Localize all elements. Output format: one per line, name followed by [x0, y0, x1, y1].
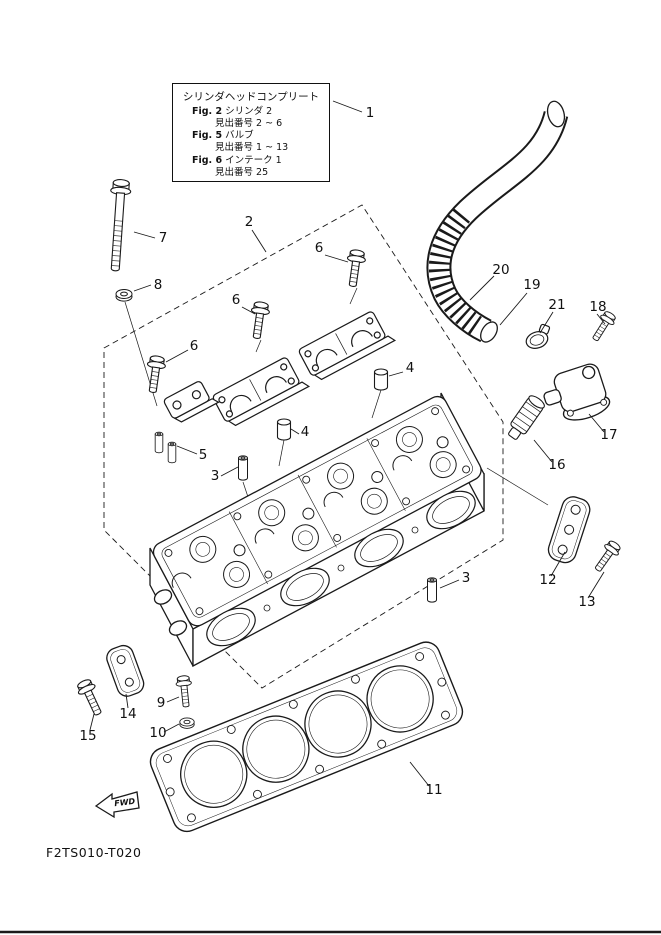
callout-5[interactable]: 5 — [199, 447, 208, 463]
part-cylinder-head — [149, 392, 485, 668]
note-fig2-label: Fig. 2 — [192, 106, 223, 117]
part-bolt-6b — [247, 300, 272, 341]
part-hose-clamp-21 — [525, 323, 551, 349]
part-guide-3b — [427, 577, 437, 603]
callout-1[interactable]: 1 — [366, 105, 375, 121]
note-fig6-label: Fig. 6 — [192, 154, 223, 166]
part-guide-3a — [238, 455, 248, 481]
part-fitting-16 — [508, 395, 545, 440]
dashed-boundary — [103, 204, 504, 689]
part-washer-10 — [179, 717, 195, 729]
note-fig6-name: インテーク 1 — [225, 154, 282, 166]
callout-8[interactable]: 8 — [154, 277, 163, 293]
callout-19[interactable]: 19 — [523, 277, 540, 293]
callout-21[interactable]: 21 — [548, 297, 565, 313]
callout-20[interactable]: 20 — [492, 262, 509, 278]
part-spacer-4a — [373, 368, 389, 391]
note-entry-fig2-ref: 見出番号 2 ~ 6 — [215, 118, 283, 130]
callout-6b[interactable]: 6 — [232, 292, 241, 308]
part-cam-cap-left — [211, 353, 310, 430]
note-entry-fig5-ref: 見出番号 1 ~ 13 — [215, 142, 289, 154]
figure-code: F2TS010-T020 — [46, 845, 141, 860]
callout-3b[interactable]: 3 — [462, 570, 471, 586]
part-thermostat-housing-17 — [543, 363, 611, 421]
callout-leader-lines — [89, 100, 606, 787]
part-spacer-4b — [276, 418, 292, 441]
part-bolt-15 — [74, 676, 108, 719]
callout-13[interactable]: 13 — [578, 594, 595, 610]
part-cap-block-5 — [163, 381, 220, 423]
part-head-gasket-11 — [149, 641, 464, 833]
part-washer-8 — [115, 289, 133, 302]
part-bolt-6a — [343, 248, 368, 289]
callout-3a[interactable]: 3 — [211, 468, 220, 484]
callout-4a[interactable]: 4 — [406, 360, 415, 376]
part-bracket-12 — [547, 496, 591, 564]
callout-11[interactable]: 11 — [425, 782, 442, 798]
note-fig5-label: Fig. 5 — [192, 130, 223, 142]
part-breather-hose-20 — [426, 100, 569, 343]
callout-7[interactable]: 7 — [159, 230, 168, 246]
part-dowel-5b — [167, 441, 177, 464]
part-bolt-7 — [110, 179, 132, 272]
callout-2[interactable]: 2 — [245, 214, 254, 230]
callout-12[interactable]: 12 — [539, 572, 556, 588]
callout-15[interactable]: 15 — [79, 728, 96, 744]
callout-10[interactable]: 10 — [149, 725, 166, 741]
part-dowel-5a — [154, 431, 164, 454]
note-fig2-name: シリンダ 2 — [225, 106, 273, 117]
note-box: シリンダヘッドコンプリート Fig. 2 シリンダ 2 見出番号 2 ~ 6 F… — [172, 83, 330, 182]
callout-6c[interactable]: 6 — [190, 338, 199, 354]
note-entry-fig2: Fig. 2 シリンダ 2 — [179, 106, 323, 118]
callout-6a[interactable]: 6 — [315, 240, 324, 256]
callout-18[interactable]: 18 — [589, 299, 606, 315]
note-entry-fig6: Fig. 6 インテーク 1 — [179, 155, 323, 167]
note-box-title: シリンダヘッドコンプリート — [182, 91, 320, 103]
part-bolt-13 — [590, 538, 624, 576]
part-cover-plate-14 — [106, 644, 145, 697]
callout-9[interactable]: 9 — [157, 695, 166, 711]
callout-4b[interactable]: 4 — [301, 424, 310, 440]
callout-17[interactable]: 17 — [600, 427, 617, 443]
fwd-arrow: FWD — [94, 791, 140, 819]
note-entry-fig5: Fig. 5 バルブ — [179, 130, 323, 142]
note-entry-fig6-ref: 見出番号 25 — [215, 166, 269, 178]
callout-16[interactable]: 16 — [548, 457, 565, 473]
part-bolt-9 — [174, 674, 195, 709]
callout-14[interactable]: 14 — [119, 706, 136, 722]
fwd-label: FWD — [114, 797, 136, 809]
note-fig5-name: バルブ — [225, 130, 254, 142]
